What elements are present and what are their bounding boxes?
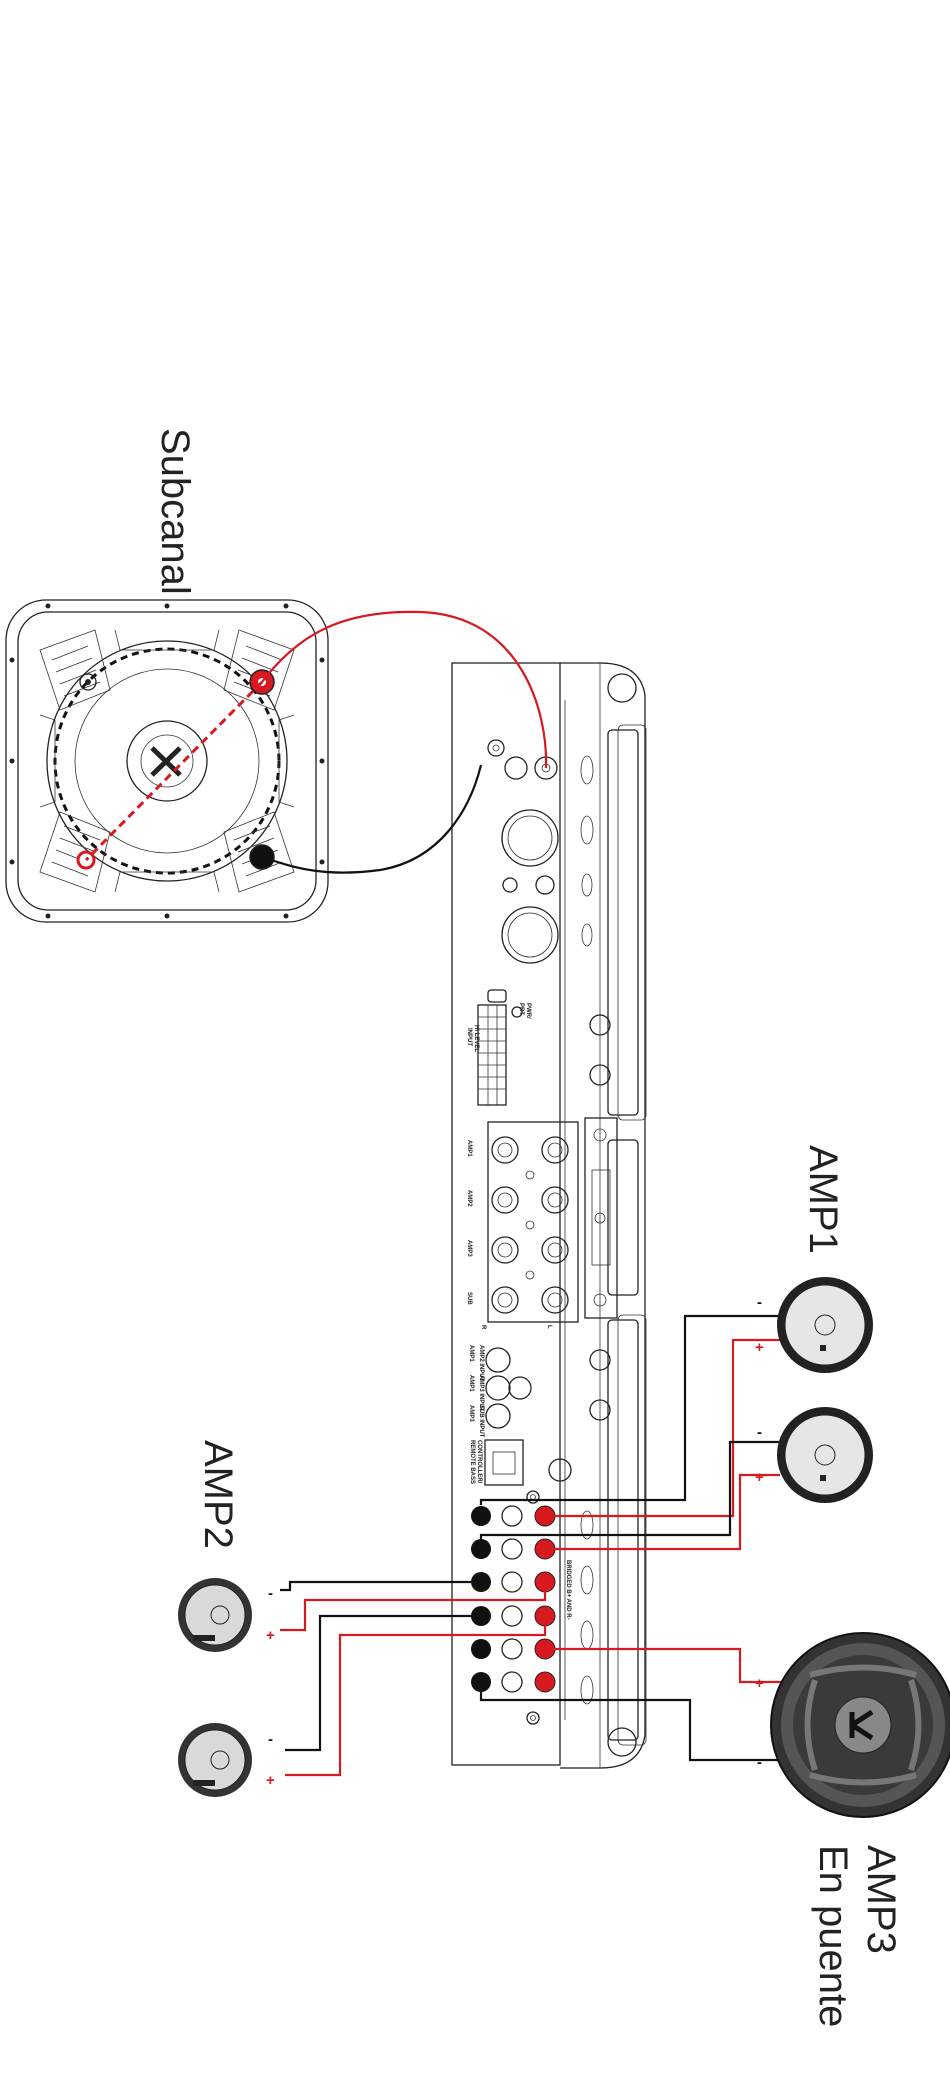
amp1-spk1-minus: - (757, 1294, 762, 1311)
input-source-label-2: AMP1 (468, 1375, 474, 1392)
rca-amp1-label: AMP1 (466, 1140, 472, 1157)
hi-level-label-2: INPUT (466, 1028, 472, 1046)
amp1-spk1-plus: + (755, 1339, 764, 1356)
sub-input-label: SUB INPUT (478, 1405, 484, 1438)
power-ground-terminal (505, 757, 527, 779)
amp1-spk2-minus: - (757, 1424, 762, 1441)
rca-sub-label: SUB (466, 1292, 472, 1305)
controller-port (485, 1440, 523, 1485)
rca-l-label: L (546, 1325, 552, 1329)
rca-amp2-label: AMP2 (466, 1190, 472, 1207)
hi-level-input-connector (478, 1005, 506, 1105)
amp3-subwoofer (771, 1633, 950, 1817)
amp2-label: AMP2 (196, 1440, 240, 1549)
amp3-minus: - (757, 1754, 762, 1771)
wires (262, 612, 790, 1775)
amp2-tw2-plus: + (266, 1772, 275, 1789)
amp2-tweeter-1 (178, 1578, 252, 1652)
rca-r-label: R (480, 1325, 486, 1330)
amp1-speaker-2 (777, 1407, 873, 1503)
amp3-label: AMP3 (859, 1845, 903, 1954)
amp3-bridged-label: En puente (811, 1845, 855, 2027)
subwoofer-speaker (6, 600, 328, 922)
amp2-tw1-plus: + (266, 1627, 275, 1644)
input-source-label-3: AMP3 (468, 1405, 474, 1422)
controller-label-1: CONTROLLER/ (476, 1440, 482, 1484)
amp3-plus: + (755, 1675, 764, 1692)
pwr-prt-label-2: PRT (518, 1003, 524, 1015)
controller-label-2: REMOTE BASS (469, 1440, 475, 1484)
amp2-tw2-minus: - (268, 1731, 273, 1748)
amp2-input-switch (486, 1348, 510, 1372)
subwoofer-label: Subcanal (153, 428, 197, 595)
amp1-spk2-plus: + (755, 1469, 764, 1486)
bridged-label: BRIDGED B+ AND R- (565, 1560, 571, 1620)
amp2-tw1-minus: - (268, 1585, 273, 1602)
amp1-label: AMP1 (801, 1145, 845, 1254)
rca-amp3-label: AMP3 (466, 1240, 472, 1257)
fuse-2 (502, 907, 558, 963)
pwr-prt-label-1: PWR/ (525, 1003, 531, 1019)
hi-level-label-1: HI LEVEL (473, 1025, 479, 1052)
amplifier: PWR/ PRT HI LEVEL INPUT AMP1 AMP2 A (452, 663, 646, 1768)
rca-inputs (492, 1137, 568, 1313)
amp3-input-switch (486, 1376, 510, 1400)
input-source-label-1: AMP1 (468, 1345, 474, 1362)
sub-input-switch (486, 1404, 510, 1428)
amp1-speaker-1 (777, 1277, 873, 1373)
fuse-1 (502, 810, 558, 866)
amp2-tweeter-2 (178, 1723, 252, 1797)
